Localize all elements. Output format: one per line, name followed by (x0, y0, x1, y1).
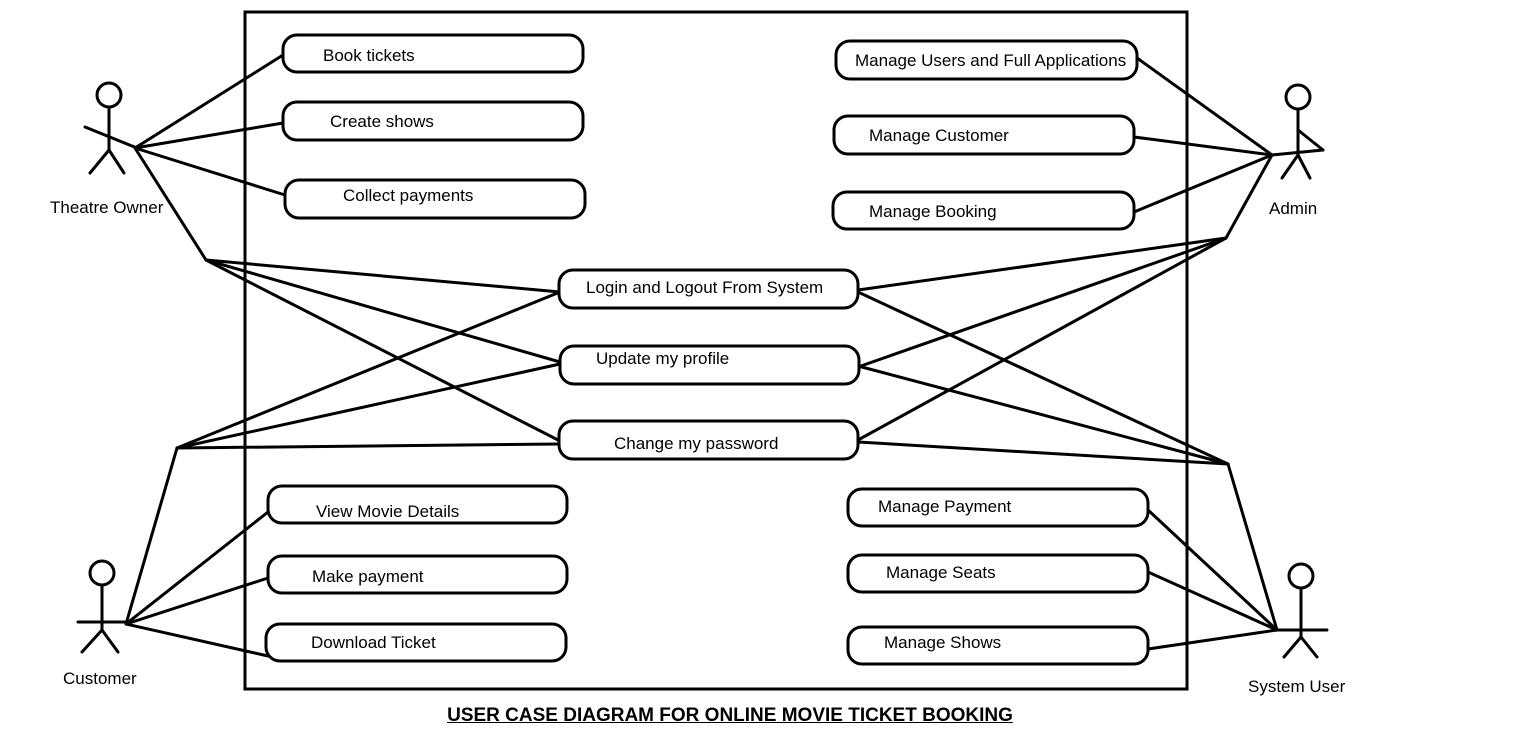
diagram-title: USER CASE DIAGRAM FOR ONLINE MOVIE TICKE… (447, 705, 1013, 726)
association-line (856, 364, 1230, 466)
use-case-manage-seats: Manage Seats (846, 553, 1150, 594)
svg-text:Manage Payment: Manage Payment (878, 497, 1012, 516)
association-line (856, 440, 1230, 466)
association-line (124, 576, 270, 626)
use-case-login-logout: Login and Logout From System (557, 268, 860, 310)
association-line (133, 53, 285, 150)
association-line (1135, 56, 1274, 157)
association-line (124, 510, 270, 626)
svg-text:Manage Customer: Manage Customer (869, 126, 1009, 145)
svg-text:Admin: Admin (1269, 199, 1317, 218)
svg-text:Update my profile: Update my profile (596, 349, 729, 368)
association-line (175, 290, 562, 450)
actor-head (1287, 562, 1315, 590)
association-line (133, 146, 287, 197)
svg-text:Change my password: Change my password (614, 434, 778, 453)
actor-customer: Customer (63, 559, 137, 688)
svg-text:Manage Seats: Manage Seats (886, 563, 996, 582)
use-case-book-tickets: Book tickets (281, 33, 585, 74)
association-line (124, 622, 270, 658)
association-line (1146, 628, 1279, 651)
use-cases: Book tickets Create shows Collect paymen… (264, 33, 1150, 666)
use-case-manage-customer: Manage Customer (832, 114, 1136, 156)
actor-head (95, 81, 123, 109)
association-line (204, 258, 562, 443)
svg-text:System User: System User (1248, 677, 1346, 696)
association-line (856, 236, 1228, 369)
use-case-change-password: Change my password (557, 419, 860, 461)
svg-text:Manage Shows: Manage Shows (884, 633, 1001, 652)
association-line (1132, 135, 1274, 157)
use-case-update-profile: Update my profile (558, 344, 861, 386)
association-line (1132, 153, 1274, 214)
svg-text:Theatre Owner: Theatre Owner (50, 198, 164, 217)
use-case-view-movie-details: View Movie Details (266, 484, 569, 525)
actor-theatre-owner: Theatre Owner (50, 81, 164, 217)
use-case-make-payment: Make payment (266, 554, 569, 595)
svg-text:Manage Booking: Manage Booking (869, 202, 997, 221)
use-case-manage-users: Manage Users and Full Applications (834, 39, 1139, 81)
association-line (133, 146, 208, 262)
association-line (175, 442, 562, 450)
use-case-create-shows: Create shows (281, 100, 585, 142)
svg-text:Customer: Customer (63, 669, 137, 688)
use-case-manage-shows: Manage Shows (846, 625, 1150, 666)
svg-text:Collect payments: Collect payments (343, 186, 473, 205)
associations (124, 53, 1279, 658)
use-case-manage-booking: Manage Booking (831, 190, 1136, 231)
association-line (1224, 153, 1274, 240)
association-line (204, 258, 562, 364)
actor-system-user: System User (1248, 562, 1346, 696)
svg-text:Download Ticket: Download Ticket (311, 633, 436, 652)
association-line (175, 362, 562, 450)
actor-head (88, 559, 116, 587)
association-line (133, 121, 285, 150)
association-line (856, 236, 1228, 292)
svg-text:Login and Logout From System: Login and Logout From System (586, 278, 823, 297)
association-line (124, 446, 179, 626)
association-line (1146, 570, 1279, 632)
svg-text:Book tickets: Book tickets (323, 46, 415, 65)
system-boundary (243, 10, 1189, 691)
use-case-manage-payment: Manage Payment (846, 487, 1150, 528)
association-line (856, 236, 1228, 442)
use-case-download-ticket: Download Ticket (264, 622, 568, 663)
svg-text:Make payment: Make payment (312, 567, 424, 586)
association-line (1226, 462, 1279, 632)
association-line (856, 290, 1230, 466)
svg-text:Manage Users and Full Applicat: Manage Users and Full Applications (855, 51, 1126, 70)
use-case-collect-payments: Collect payments (283, 178, 587, 220)
svg-text:Create shows: Create shows (330, 112, 434, 131)
association-line (1146, 508, 1279, 632)
actor-head (1284, 83, 1312, 111)
association-line (204, 258, 562, 294)
actor-admin: Admin (1269, 83, 1325, 218)
svg-text:View Movie Details: View Movie Details (316, 502, 459, 521)
